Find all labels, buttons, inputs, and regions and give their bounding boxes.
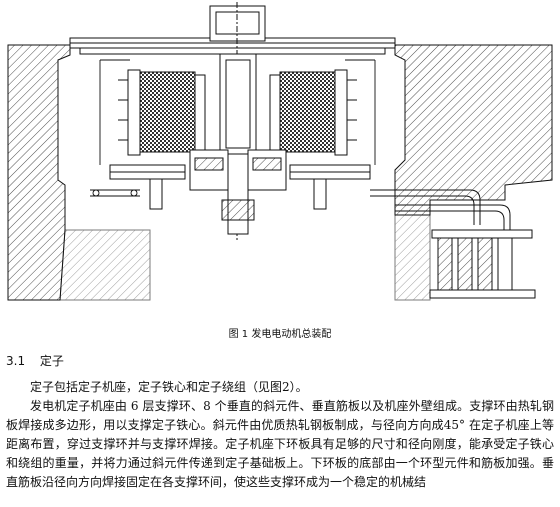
section-heading: 3.1 定子 bbox=[6, 352, 64, 369]
section-title: 定子 bbox=[39, 354, 64, 368]
stator-core-right bbox=[269, 69, 348, 156]
central-shaft bbox=[209, 2, 266, 240]
figure-caption: 图 1 发电电动机总装配 bbox=[228, 329, 332, 340]
frame-outline bbox=[99, 59, 376, 165]
lower-bracket bbox=[109, 149, 371, 210]
body-paragraph: 发电机定子机座由 6 层支撑环、8 个垂直的斜元件、垂直筋板以及机座外壁组成。支… bbox=[6, 399, 554, 489]
cooling-piping bbox=[370, 189, 511, 240]
generator-assembly-drawing bbox=[7, 2, 553, 301]
section-number: 3.1 bbox=[6, 354, 26, 368]
concrete-pit-wall bbox=[7, 44, 553, 301]
body-paragraph: 定子包括定子机座，定子铁心和定子绕组（见图2）。 bbox=[30, 380, 308, 394]
left-piping bbox=[90, 189, 140, 197]
pump-units bbox=[429, 229, 536, 299]
stator-core-left bbox=[127, 69, 206, 156]
